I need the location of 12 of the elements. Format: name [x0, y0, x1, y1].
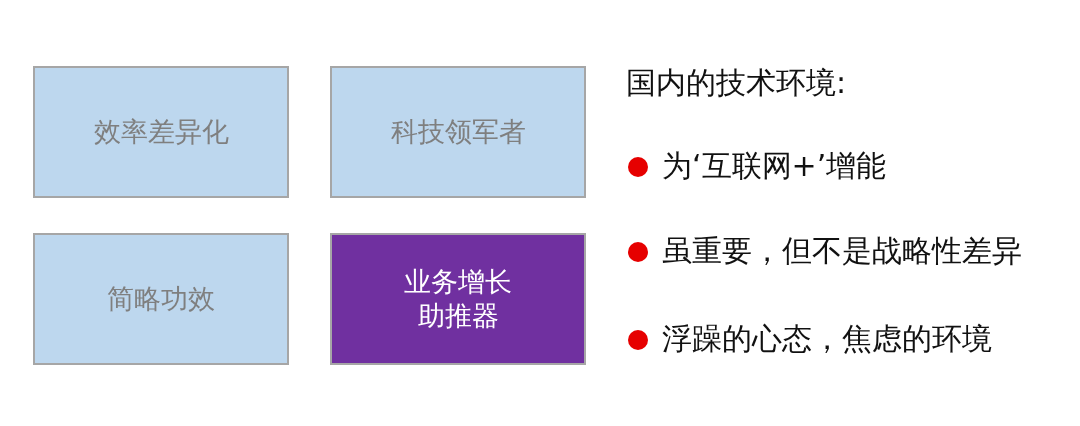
bullet-text: 浮躁的心态，焦虑的环境 — [662, 324, 992, 354]
box-label: 效率差异化 — [93, 115, 229, 149]
bullet-text: 为‘互联网+’增能 — [662, 151, 887, 181]
bullet-text: 虽重要，但不是战略性差异 — [662, 236, 1022, 266]
text-box — [330, 66, 586, 198]
text-box — [330, 233, 586, 365]
box-label: 业务增长助推器 — [403, 265, 513, 333]
box-label: 简略功效 — [107, 282, 215, 316]
box-label: 科技领军者 — [390, 115, 526, 149]
heading: 国内的技术环境: — [626, 68, 847, 98]
text-box — [33, 66, 289, 198]
text-box — [33, 233, 289, 365]
